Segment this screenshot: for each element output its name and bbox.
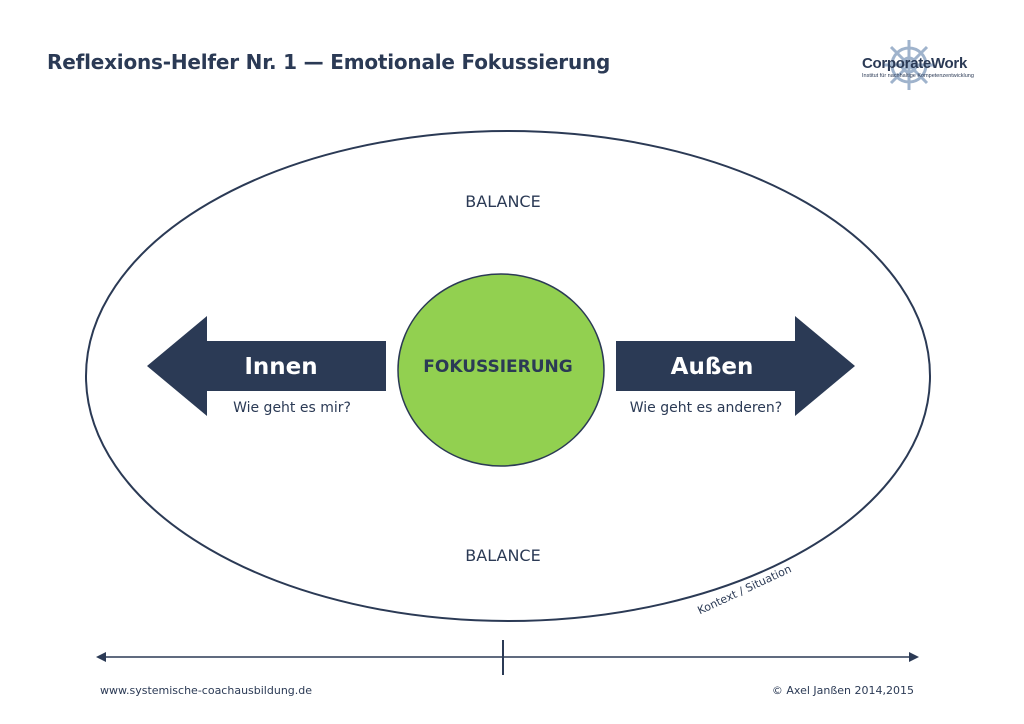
innen-label: Innen: [244, 354, 317, 380]
axis-right-arrowhead: [909, 652, 919, 662]
balance-bottom-label: BALANCE: [465, 546, 540, 565]
context-ellipse: [85, 130, 931, 622]
page-title: Reflexions-Helfer Nr. 1 — Emotionale Fok…: [47, 50, 611, 74]
context-label: Kontext / Situation: [696, 562, 794, 617]
footer-website: www.systemische-coachausbildung.de: [100, 684, 313, 697]
aussen-label: Außen: [671, 354, 754, 380]
left-arrow-innen: [147, 316, 386, 416]
fokussierung-label: FOKUSSIERUNG: [423, 357, 572, 377]
logo-name: CorporateWork: [862, 55, 968, 72]
corporatework-logo: CorporateWork Institut für nachhaltige K…: [858, 38, 988, 92]
footer-copyright: © Axel Janßen 2014,2015: [771, 684, 914, 697]
aussen-question: Wie geht es anderen?: [630, 400, 782, 416]
right-arrow-aussen: [616, 316, 855, 416]
innen-question: Wie geht es mir?: [233, 400, 351, 416]
ship-wheel-icon: [884, 40, 934, 90]
logo-subtitle: Institut für nachhaltige Kompetenzentwic…: [862, 73, 974, 79]
axis-left-arrowhead: [96, 652, 106, 662]
balance-top-label: BALANCE: [465, 192, 540, 211]
fokussierung-circle: [397, 273, 605, 467]
